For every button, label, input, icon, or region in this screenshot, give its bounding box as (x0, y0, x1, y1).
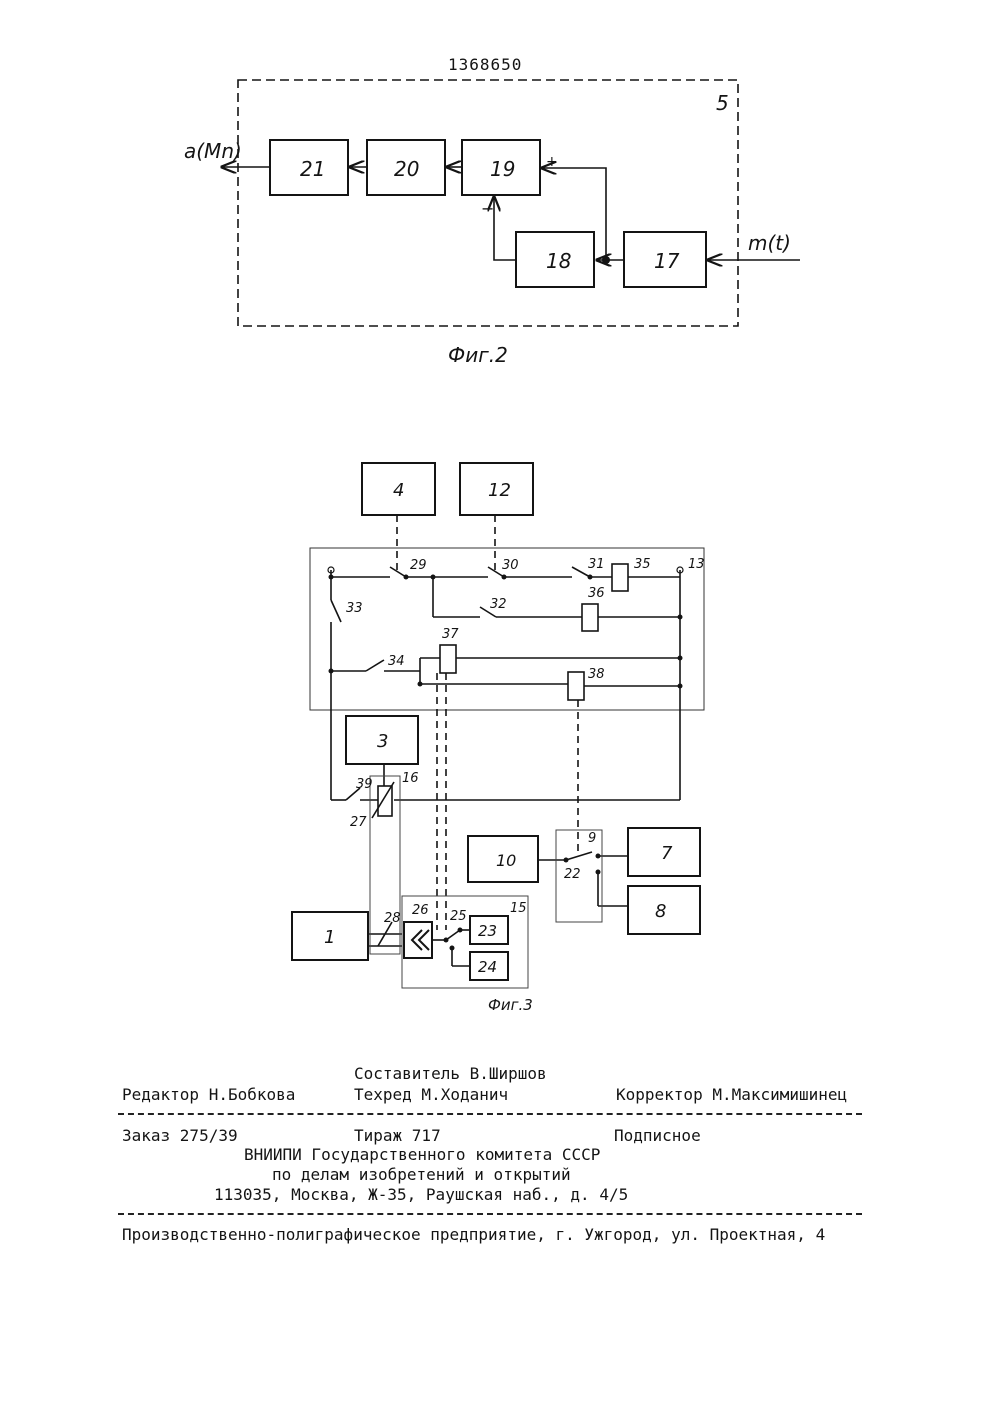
fig2-caption: Фиг.2 (448, 343, 508, 367)
fig3-block-26 (404, 922, 432, 958)
footer-circulation: Тираж 717 (354, 1127, 441, 1145)
figure-3: 4 12 (292, 463, 705, 1014)
svg-text:1: 1 (324, 927, 335, 948)
svg-text:21: 21 (300, 157, 325, 181)
label-22: 22 (564, 867, 581, 882)
svg-text:7: 7 (661, 843, 673, 864)
label-31: 31 (588, 557, 605, 572)
label-13: 13 (688, 557, 705, 572)
label-9: 9 (588, 831, 596, 846)
label-33: 33 (346, 601, 363, 616)
fig2-block-20: 20 (367, 140, 445, 195)
fig2-block-19: 19 (462, 140, 540, 195)
svg-text:17: 17 (654, 249, 680, 273)
footer-order: Заказ 275/39 (122, 1127, 238, 1145)
fig3-block-3: 3 (346, 716, 418, 764)
label-35: 35 (634, 557, 651, 572)
fig2-minus-sign: − (481, 199, 494, 218)
label-29: 29 (410, 558, 427, 573)
fig3-block-12: 12 (460, 463, 533, 515)
svg-text:24: 24 (478, 958, 497, 976)
fig3-block-4: 4 (362, 463, 435, 515)
fig2-junction-dot (602, 256, 610, 264)
svg-text:18: 18 (546, 249, 571, 273)
label-16: 16 (402, 771, 419, 786)
label-38: 38 (588, 667, 605, 682)
label-37: 37 (442, 627, 459, 642)
footer-compiler: Составитель В.Ширшов (354, 1065, 547, 1083)
fig3-block-23: 23 (470, 916, 508, 944)
label-36: 36 (588, 586, 605, 601)
fig3-block-7: 7 (628, 828, 700, 876)
label-25: 25 (450, 909, 467, 924)
fig3-block-24: 24 (470, 952, 508, 980)
svg-text:20: 20 (394, 157, 419, 181)
footer-divider-bottom (118, 1213, 862, 1215)
label-30: 30 (502, 558, 519, 573)
svg-text:19: 19 (490, 157, 515, 181)
footer-editor: Редактор Н.Бобкова (122, 1086, 295, 1104)
fig2-block-21: 21 (270, 140, 348, 195)
footer-org-line1: ВНИИПИ Государственного комитета СССР (244, 1146, 600, 1164)
fig3-block-10: 10 (468, 836, 538, 882)
svg-text:4: 4 (393, 480, 404, 501)
footer-divider-top (118, 1113, 862, 1115)
label-27: 27 (350, 815, 367, 830)
fig2-block-18: 18 (516, 232, 594, 287)
label-39: 39 (356, 777, 373, 792)
label-28: 28 (384, 911, 401, 926)
svg-text:12: 12 (488, 480, 511, 501)
footer-techred: Техред М.Ходанич (354, 1086, 508, 1104)
fig3-caption: Фиг.3 (488, 996, 533, 1014)
label-26: 26 (412, 903, 429, 918)
fig2-input-label: m(t) (748, 231, 791, 255)
fig2-frame-label: 5 (716, 91, 729, 115)
fig3-junction-dots (329, 575, 683, 951)
fig3-frame-16 (370, 776, 400, 954)
svg-text:23: 23 (478, 922, 497, 940)
fig2-plus-sign: + (546, 154, 558, 170)
footer-org-line2: по делам изобретений и открытий (272, 1166, 571, 1184)
fig2-output-label: a(Mn) (184, 139, 242, 163)
svg-text:8: 8 (655, 901, 666, 922)
footer-production: Производственно-полиграфическое предприя… (122, 1226, 825, 1244)
label-15: 15 (510, 901, 527, 916)
fig3-block-8: 8 (628, 886, 700, 934)
svg-text:10: 10 (496, 851, 516, 870)
fig3-block-1: 1 (292, 912, 368, 960)
fig2-block-17: 17 (624, 232, 706, 287)
footer-corrector: Корректор М.Максимишинец (616, 1086, 847, 1104)
svg-text:3: 3 (377, 731, 388, 752)
footer-subscription: Подписное (614, 1127, 701, 1145)
label-34: 34 (388, 654, 405, 669)
footer-org-line3: 113035, Москва, Ж-35, Раушская наб., д. … (214, 1186, 628, 1204)
label-32: 32 (490, 597, 507, 612)
